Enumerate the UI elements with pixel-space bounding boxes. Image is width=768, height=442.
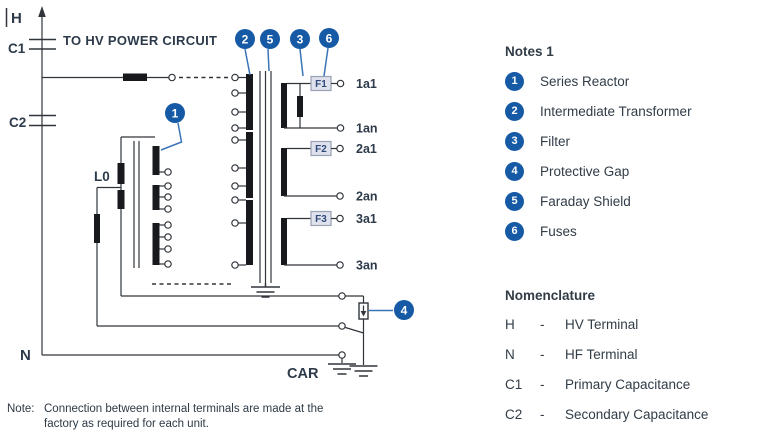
callout-2-num: 2	[242, 33, 249, 47]
reactor-core	[133, 141, 140, 268]
list-item: 3 Filter	[505, 132, 692, 151]
note-3-label: Filter	[540, 134, 570, 149]
note-6-label: Fuses	[540, 224, 577, 239]
primary-winding	[231, 73, 253, 269]
footnote: Note: Connection between internal termin…	[7, 402, 397, 432]
nomen-separator: -	[540, 317, 545, 332]
fuse-f2-label: F2	[315, 144, 327, 155]
note-4-label: Protective Gap	[540, 164, 630, 179]
notes-list: 1 Series Reactor 2 Intermediate Transfor…	[505, 72, 692, 241]
series-reactor: L0	[94, 136, 232, 326]
table-row: H - HV Terminal	[505, 318, 708, 332]
table-row: C1 - Primary Capacitance	[505, 378, 708, 392]
callout-3	[290, 29, 310, 49]
car-label: CAR	[287, 366, 319, 382]
capacitor-c1-icon	[29, 38, 56, 50]
c1-label: C1	[8, 41, 26, 56]
note-5-badge: 5	[505, 192, 524, 211]
nomen-abbr: N	[505, 347, 515, 362]
nomen-separator: -	[540, 407, 545, 422]
footnote-prefix: Note:	[7, 403, 35, 415]
callout-1-num: 1	[172, 107, 179, 121]
note-6-badge: 6	[505, 222, 524, 241]
callout-4	[394, 300, 414, 320]
callout-3-num: 3	[297, 33, 304, 47]
callout-2	[235, 29, 255, 49]
nomen-term: HV Terminal	[565, 317, 639, 332]
note-2-label: Intermediate Transformer	[540, 104, 692, 119]
fuse-f3-label: F3	[315, 214, 327, 225]
nomen-term: HF Terminal	[565, 347, 638, 362]
nomen-abbr: H	[505, 317, 515, 332]
secondary-winding-2: F2 2a1 2an	[281, 140, 378, 204]
list-item: 4 Protective Gap	[505, 162, 692, 181]
callout-6	[319, 28, 339, 48]
c2-label: C2	[9, 115, 26, 130]
nomen-separator: -	[540, 377, 545, 392]
protective-gap	[358, 302, 369, 320]
h-terminal-label: H	[11, 10, 22, 27]
list-item: 5 Faraday Shield	[505, 192, 692, 211]
terminal-1an-label: 1an	[356, 122, 378, 136]
up-arrow-icon	[38, 6, 46, 17]
to-hv-label: TO HV POWER CIRCUIT	[63, 33, 217, 48]
note-1-badge: 1	[505, 72, 524, 91]
note-3-badge: 3	[505, 132, 524, 151]
circuit-diagram: H TO HV POWER CIRCUIT C1 C2	[5, 6, 414, 382]
callout-5-num: 5	[267, 33, 274, 47]
gap-ground-icon	[349, 365, 378, 377]
fuse-f1-label: F1	[315, 79, 327, 90]
secondary-winding-1: F1 1a1 1an	[281, 75, 378, 136]
note-4-badge: 4	[505, 162, 524, 181]
n-terminal-label: N	[20, 347, 31, 364]
list-item: 1 Series Reactor	[505, 72, 692, 91]
filter-element	[297, 83, 303, 128]
callout-6-num: 6	[326, 32, 333, 46]
callout-1	[165, 103, 185, 123]
nomen-term: Primary Capacitance	[565, 377, 691, 392]
intermediate-transformer: F1 1a1 1an F2	[231, 71, 378, 298]
car-ground-icon	[328, 363, 356, 375]
callout-5	[260, 29, 280, 49]
nomen-abbr: C2	[505, 407, 523, 422]
note-1-label: Series Reactor	[540, 74, 630, 89]
hv-input-section: H TO HV POWER CIRCUIT C1 C2	[5, 6, 217, 355]
table-row: N - HF Terminal	[505, 348, 708, 362]
faraday-shield-core	[251, 71, 280, 298]
l0-label: L0	[94, 169, 110, 184]
reactor-taps	[159, 168, 172, 268]
list-item: 6 Fuses	[505, 222, 692, 241]
series-reactor-coil	[123, 73, 147, 81]
table-row: C2 - Secondary Capacitance	[505, 408, 708, 422]
capacitor-c2-icon	[29, 114, 56, 127]
notes-heading: Notes 1	[505, 44, 554, 59]
footnote-text: Connection between internal terminals ar…	[44, 403, 324, 430]
nomen-separator: -	[540, 347, 545, 362]
terminal-3a1-label: 3a1	[356, 212, 377, 226]
terminal-3an-label: 3an	[356, 259, 378, 273]
terminal-2an-label: 2an	[356, 190, 378, 204]
note-2-badge: 2	[505, 102, 524, 121]
nomenclature-heading: Nomenclature	[505, 288, 596, 303]
bottom-section: N CAR	[20, 292, 378, 382]
callout-4-num: 4	[401, 304, 408, 318]
callout-markers: 1 2 5 3 6 4	[160, 28, 414, 320]
note-5-label: Faraday Shield	[540, 194, 631, 209]
list-item: 2 Intermediate Transformer	[505, 102, 692, 121]
ground-icon	[251, 283, 280, 298]
nomen-abbr: C1	[505, 377, 523, 392]
secondary-winding-3: F3 3a1 3an	[281, 210, 378, 273]
nomenclature-table: H - HV Terminal N - HF Terminal C1 - Pri…	[505, 318, 708, 422]
tap-line-section	[42, 73, 229, 82]
nomen-term: Secondary Capacitance	[565, 407, 709, 422]
terminal-2a1-label: 2a1	[356, 142, 377, 156]
terminal-1a1-label: 1a1	[356, 77, 377, 91]
